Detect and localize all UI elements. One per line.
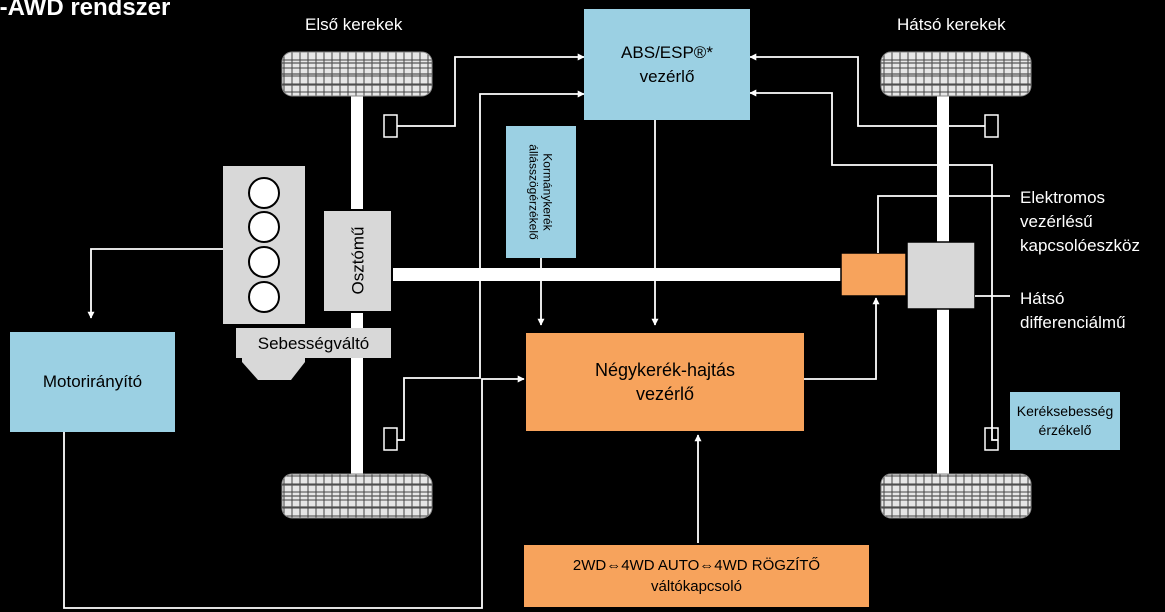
rear-diff-label: Hátsó differenciálmű — [1020, 287, 1126, 335]
rear-wheels-label: Hátsó kerekek — [897, 15, 1006, 34]
line-fr-sensor-abs — [397, 90, 585, 441]
wheel-speed-sensor-rl — [984, 114, 999, 138]
transfer-case — [322, 209, 393, 313]
drive-mode-switch-line2: váltókapcsoló — [651, 578, 742, 595]
front-right-wheel — [281, 473, 433, 519]
wheel-speed-sensor-fr — [383, 427, 398, 451]
coupling-label-line3: kapcsolóeszköz — [1020, 236, 1141, 255]
wheel-speed-sensor-line1: Keréksebesség — [1016, 403, 1114, 419]
electric-coupling — [840, 252, 907, 297]
awd-controller-line2: vezérlő — [635, 384, 695, 404]
coupling-label-line1: Elektromos — [1020, 188, 1106, 207]
line-motorctrl-awd — [63, 375, 525, 609]
front-left-wheel — [281, 51, 433, 97]
steering-angle-sensor-line1: Kormánykerék — [541, 153, 556, 231]
leader-coupling — [877, 195, 1010, 253]
abs-esp-controller: ABS/ESP®* vezérlő — [584, 9, 750, 120]
wheel-speed-sensor-line2: érzékelő — [1038, 422, 1092, 438]
front-wheels-label: Első kerekek — [305, 15, 403, 34]
steering-angle-sensor: Kormánykerék állásszögérzékelő — [506, 126, 576, 258]
steering-angle-sensor-line2: állásszögérzékelő — [527, 144, 542, 240]
line-awd-coupling — [804, 297, 880, 380]
transfer-case-label: Osztómű — [348, 226, 368, 295]
awd-controller: Négykerék-hajtás vezérlő — [526, 333, 804, 431]
engine-block — [223, 166, 305, 324]
coupling-label: Elektromos vezérlésű kapcsolóeszköz — [1020, 186, 1140, 258]
rear-right-wheel — [880, 473, 1032, 519]
engine-controller-label: Motorirányító — [42, 372, 143, 391]
engine-controller: Motorirányító — [10, 332, 175, 432]
drive-mode-switch-line1: 2WD⇔4WD AUTO⇔4WD RÖGZÍTŐ — [572, 557, 821, 574]
gearbox — [236, 328, 391, 380]
line-fl-sensor-abs — [397, 53, 585, 127]
prop-shaft — [393, 268, 843, 281]
line-rr-sensor-abs — [749, 89, 998, 441]
line-rl-sensor-abs — [749, 53, 985, 127]
rear-left-wheel — [880, 51, 1032, 97]
rear-diff-label-line2: differenciálmű — [1020, 313, 1126, 332]
diagram-title: i-AWD rendszer — [0, 0, 171, 21]
coupling-label-line2: vezérlésű — [1020, 212, 1093, 231]
wheel-speed-sensor-box: Keréksebesség érzékelő — [1010, 392, 1120, 450]
signal-lines — [63, 53, 1010, 609]
rear-differential — [906, 241, 976, 310]
wheel-speed-sensor-fl — [383, 114, 398, 138]
line-engine-motorctrl — [87, 248, 223, 319]
gearbox-label: Sebességváltó — [257, 334, 370, 353]
rear-diff-label-line1: Hátsó — [1020, 289, 1065, 308]
drive-mode-switch: 2WD⇔4WD AUTO⇔4WD RÖGZÍTŐ váltókapcsoló — [524, 545, 869, 607]
awd-controller-line1: Négykerék-hajtás — [594, 360, 736, 380]
abs-esp-controller-line1: ABS/ESP®* — [621, 42, 713, 62]
abs-esp-controller-line2: vezérlő — [639, 66, 695, 86]
